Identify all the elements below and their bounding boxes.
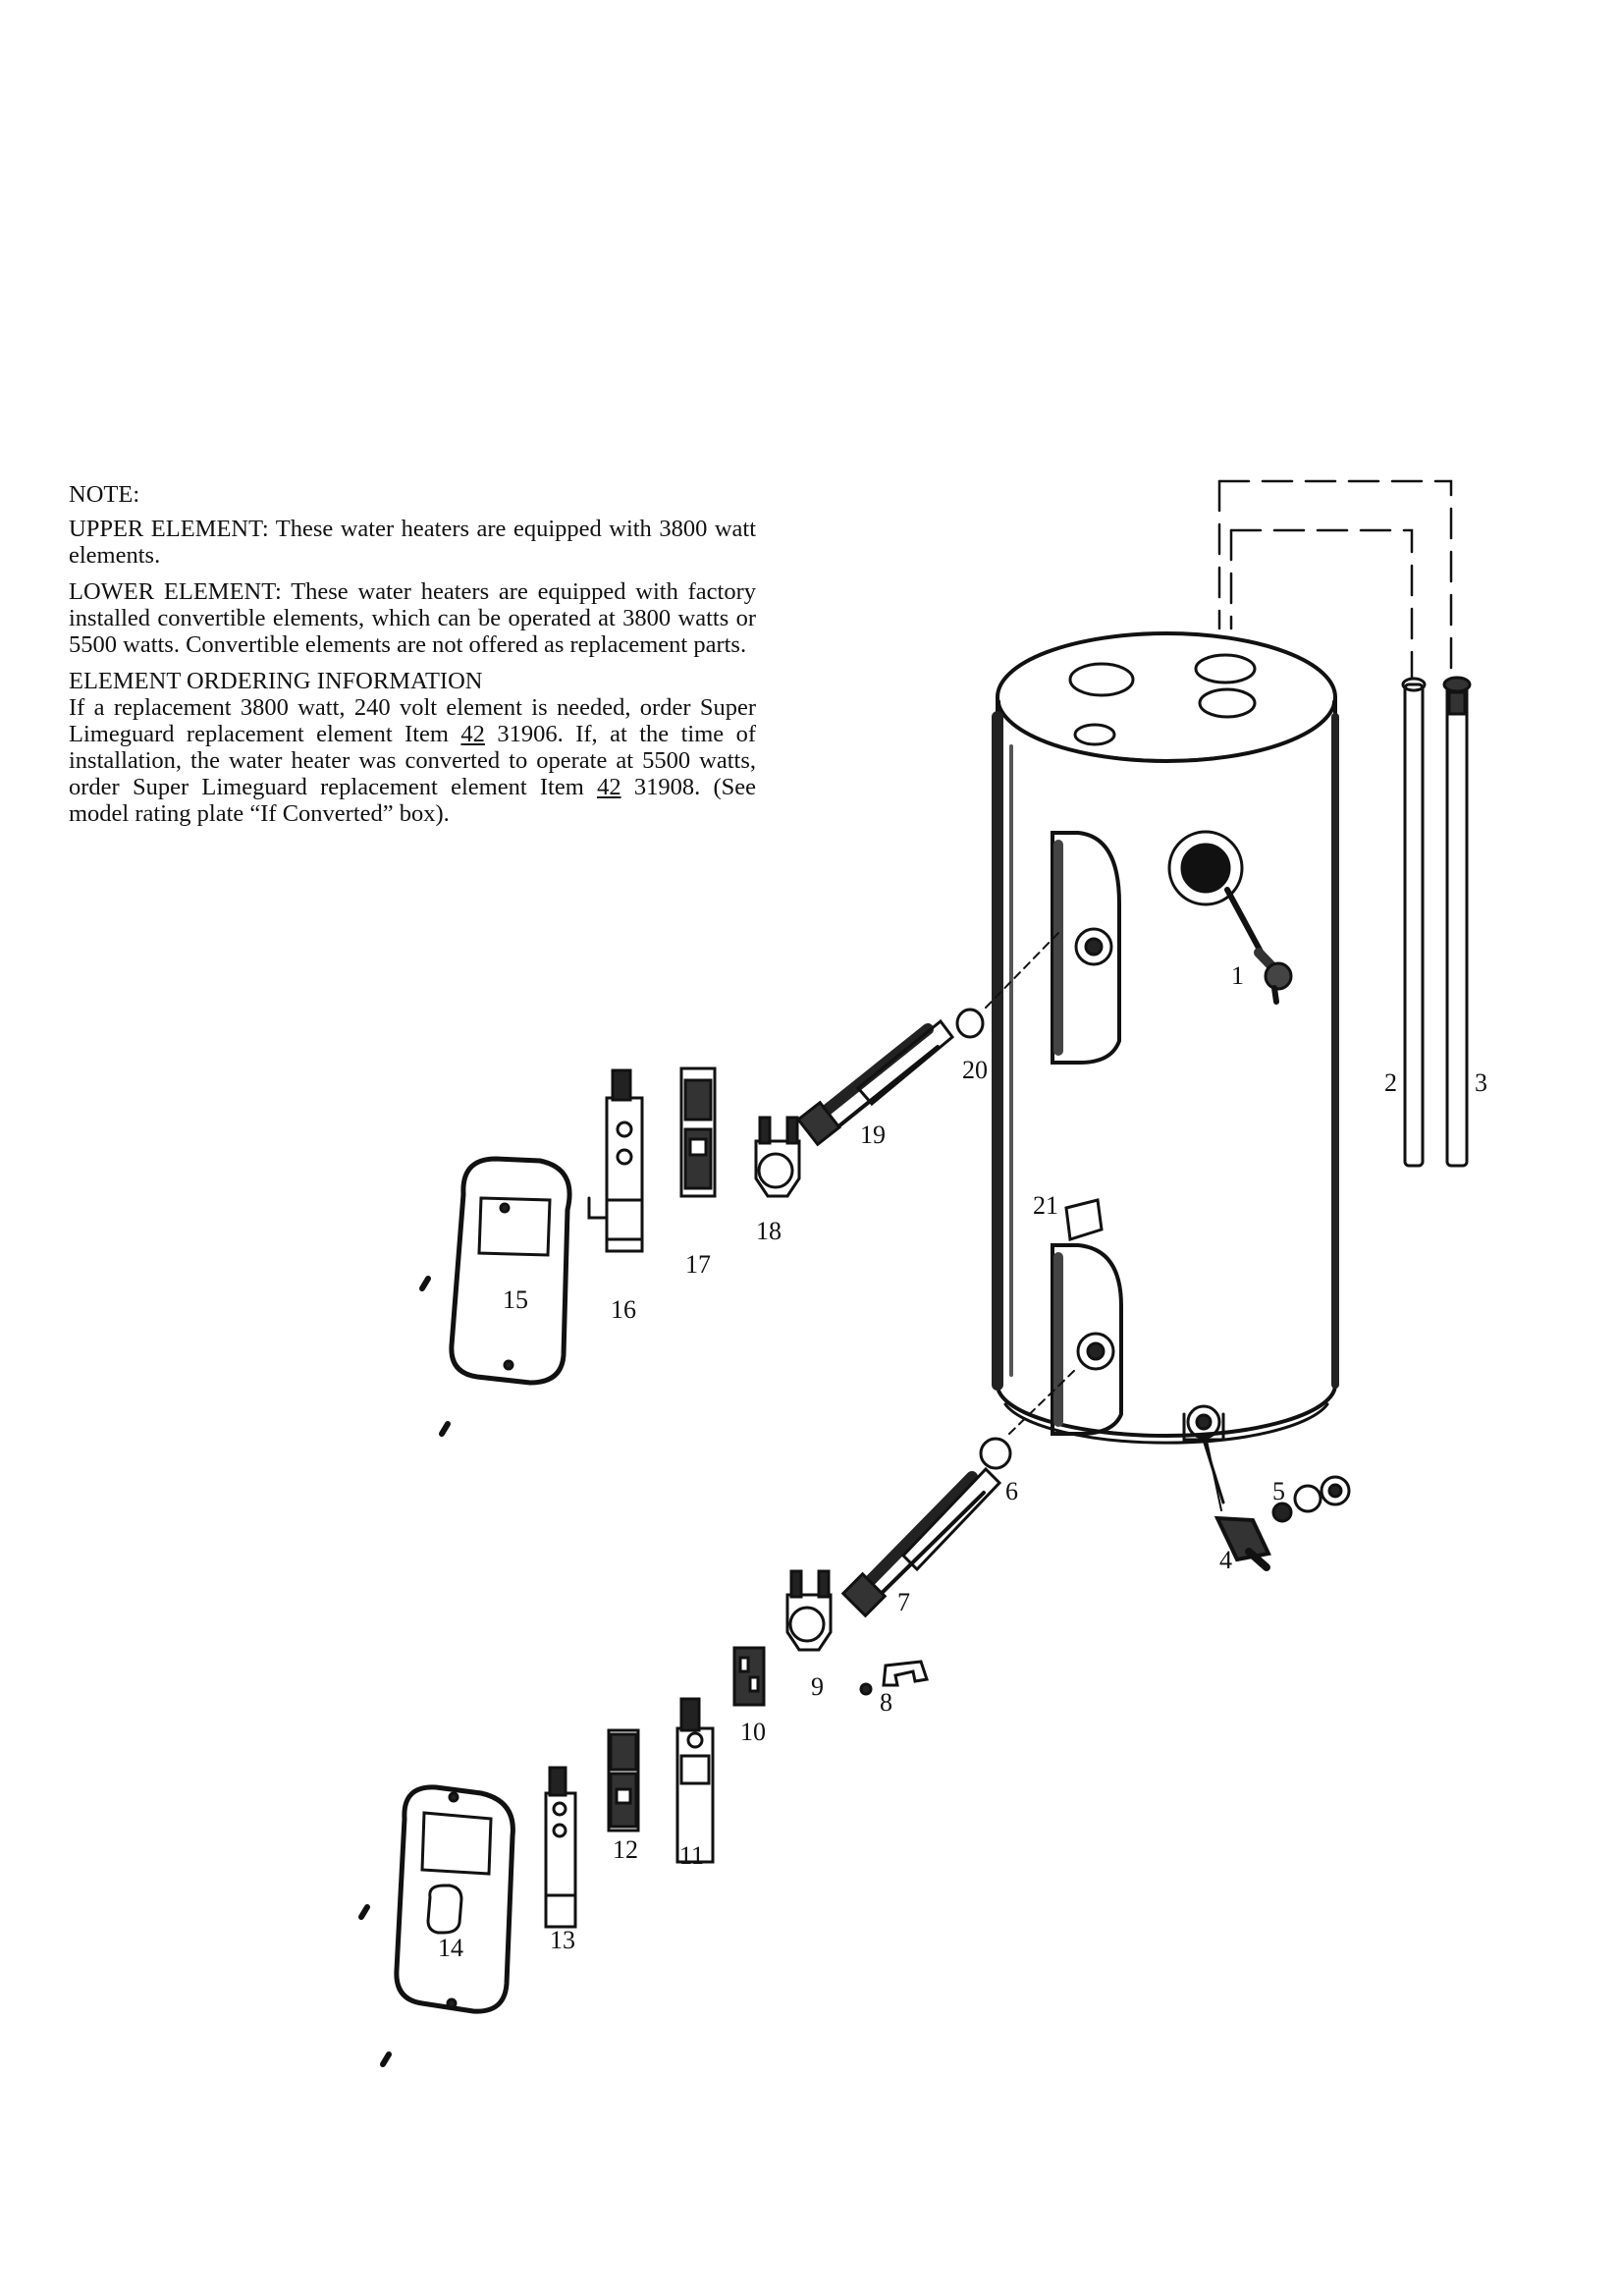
ordering-line1-b: 31906. [497, 721, 564, 747]
ordering-heading: ELEMENT ORDERING INFORMATION [69, 668, 483, 694]
ordering-line2-a: If, at the time of installation, the wat… [69, 721, 756, 800]
part-label-9: 9 [811, 1672, 824, 1701]
part-label-12: 12 [613, 1835, 638, 1864]
water-heater-tank [992, 631, 1339, 1445]
ordering-line1-code: 42 [460, 721, 485, 747]
part-label-5: 5 [1272, 1477, 1285, 1505]
part-label-15: 15 [503, 1285, 528, 1314]
lower-heating-element [840, 1466, 1002, 1618]
lower-element-label: LOWER ELEMENT: [69, 578, 282, 605]
rating-label-patch [1064, 1198, 1104, 1241]
upper-access-cover [419, 1156, 572, 1437]
lower-access-cover [358, 1784, 515, 2067]
part-label-2: 2 [1384, 1068, 1397, 1097]
part-label-11: 11 [679, 1841, 704, 1870]
upper-element-text: These water heaters are equipped with 38… [69, 516, 757, 569]
part-label-13: 13 [550, 1926, 575, 1954]
part-label-8: 8 [880, 1688, 892, 1717]
part-label-18: 18 [756, 1217, 782, 1245]
upper-limit-switch [587, 1068, 644, 1253]
lower-thermostat-unit [607, 1728, 640, 1832]
upper-element-gasket [955, 930, 1061, 1039]
part-label-16: 16 [611, 1295, 636, 1324]
ordering-line1-a: If a replacement 3800 watt, 240 volt ele… [69, 694, 756, 747]
part-label-21: 21 [1033, 1191, 1058, 1220]
part-label-6: 6 [1005, 1477, 1018, 1505]
lower-terminal-block [544, 1766, 577, 1929]
lower-thermostat-bracket [785, 1569, 833, 1652]
dip-tube [1401, 677, 1427, 1168]
part-label-3: 3 [1475, 1068, 1487, 1097]
note-heading: NOTE: [69, 481, 140, 508]
lower-element-gasket [979, 1366, 1079, 1470]
part-label-10: 10 [740, 1718, 766, 1746]
upper-heating-element [796, 1018, 955, 1147]
part-labels: 1 2 3 4 5 6 7 8 9 10 11 12 13 14 15 16 1… [438, 961, 1487, 1962]
anode-rod [1442, 676, 1472, 1168]
part-label-1: 1 [1231, 961, 1244, 990]
dip-tube-leader-lines [1217, 479, 1453, 680]
upper-element-note: UPPER ELEMENT: These water heaters are e… [69, 516, 756, 569]
part-label-17: 17 [685, 1250, 711, 1279]
lower-thermostat [732, 1646, 766, 1707]
part-label-4: 4 [1219, 1546, 1232, 1574]
lower-element-text: These water heaters are equipped with fa… [69, 578, 757, 658]
part-label-20: 20 [962, 1056, 988, 1084]
part-label-7: 7 [897, 1588, 910, 1616]
upper-thermostat [679, 1066, 717, 1198]
note-block: NOTE: UPPER ELEMENT: These water heaters… [69, 481, 756, 837]
lower-element-note: LOWER ELEMENT: These water heaters are e… [69, 578, 756, 658]
ordering-text: If a replacement 3800 watt, 240 volt ele… [69, 694, 756, 827]
ordering-line2-b: 31908. (See model rating plate “If Conve… [69, 774, 756, 827]
tp-valve-opening [1167, 830, 1293, 1005]
lower-limit-bracket [675, 1697, 715, 1864]
upper-element-label: UPPER ELEMENT: [69, 516, 269, 542]
lower-access-opening [1051, 1243, 1123, 1436]
part-label-19: 19 [860, 1121, 886, 1149]
element-wrench-clip [859, 1660, 929, 1696]
drain-valve [1214, 1475, 1351, 1571]
part-label-14: 14 [438, 1934, 463, 1962]
upper-access-opening [1051, 831, 1121, 1065]
upper-thermostat-bracket [754, 1116, 801, 1198]
ordering-line2-code: 42 [597, 774, 621, 800]
